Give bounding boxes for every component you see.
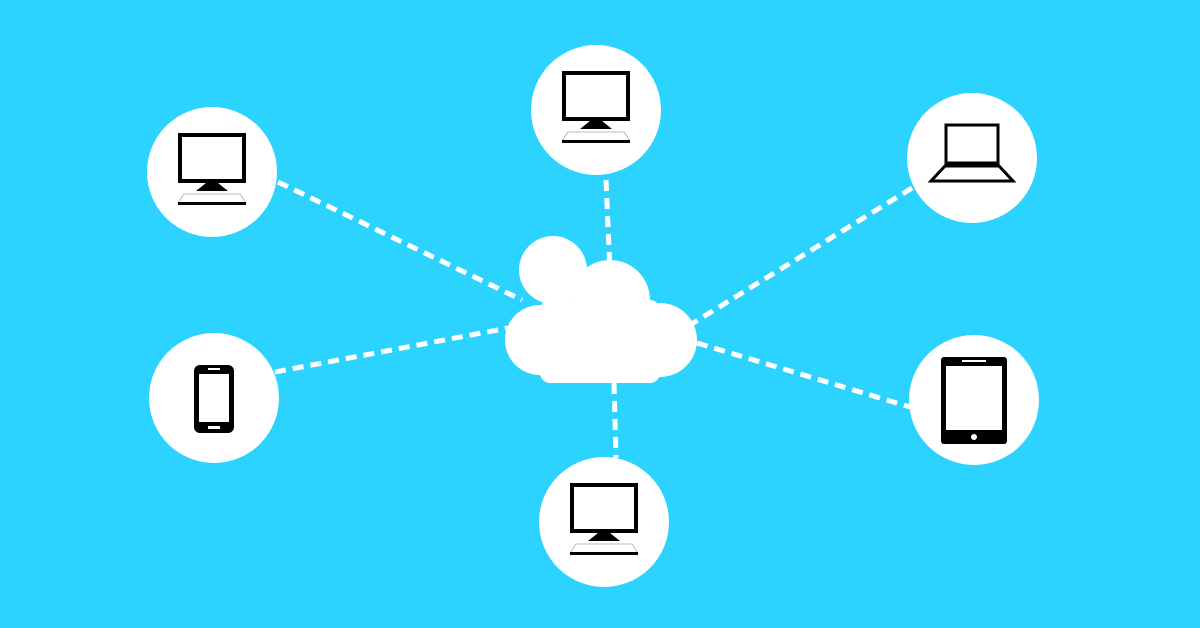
desktop-monitor-icon (569, 483, 639, 555)
smartphone-icon (194, 365, 234, 433)
device-node-right (909, 335, 1039, 465)
node-circle (539, 457, 669, 587)
device-node-top-left (147, 107, 277, 237)
desktop-monitor-icon (177, 133, 247, 205)
connection-line-top-right (688, 185, 914, 328)
device-node-top-right (907, 93, 1037, 223)
device-node-left (149, 333, 279, 463)
node-circle (147, 107, 277, 237)
node-circle (907, 93, 1037, 223)
tablet-icon (941, 357, 1007, 444)
cloud-icon (505, 236, 697, 383)
node-circle (531, 45, 661, 175)
device-node-bottom (539, 457, 669, 587)
device-node-top-center (531, 45, 661, 175)
desktop-monitor-icon (561, 71, 631, 143)
connection-line-right (696, 340, 911, 410)
connection-line-top-center (603, 179, 613, 273)
connection-line-left (274, 325, 509, 375)
connection-line-top-left (276, 179, 524, 303)
laptop-icon (927, 123, 1017, 183)
connection-line-bottom (611, 382, 619, 459)
